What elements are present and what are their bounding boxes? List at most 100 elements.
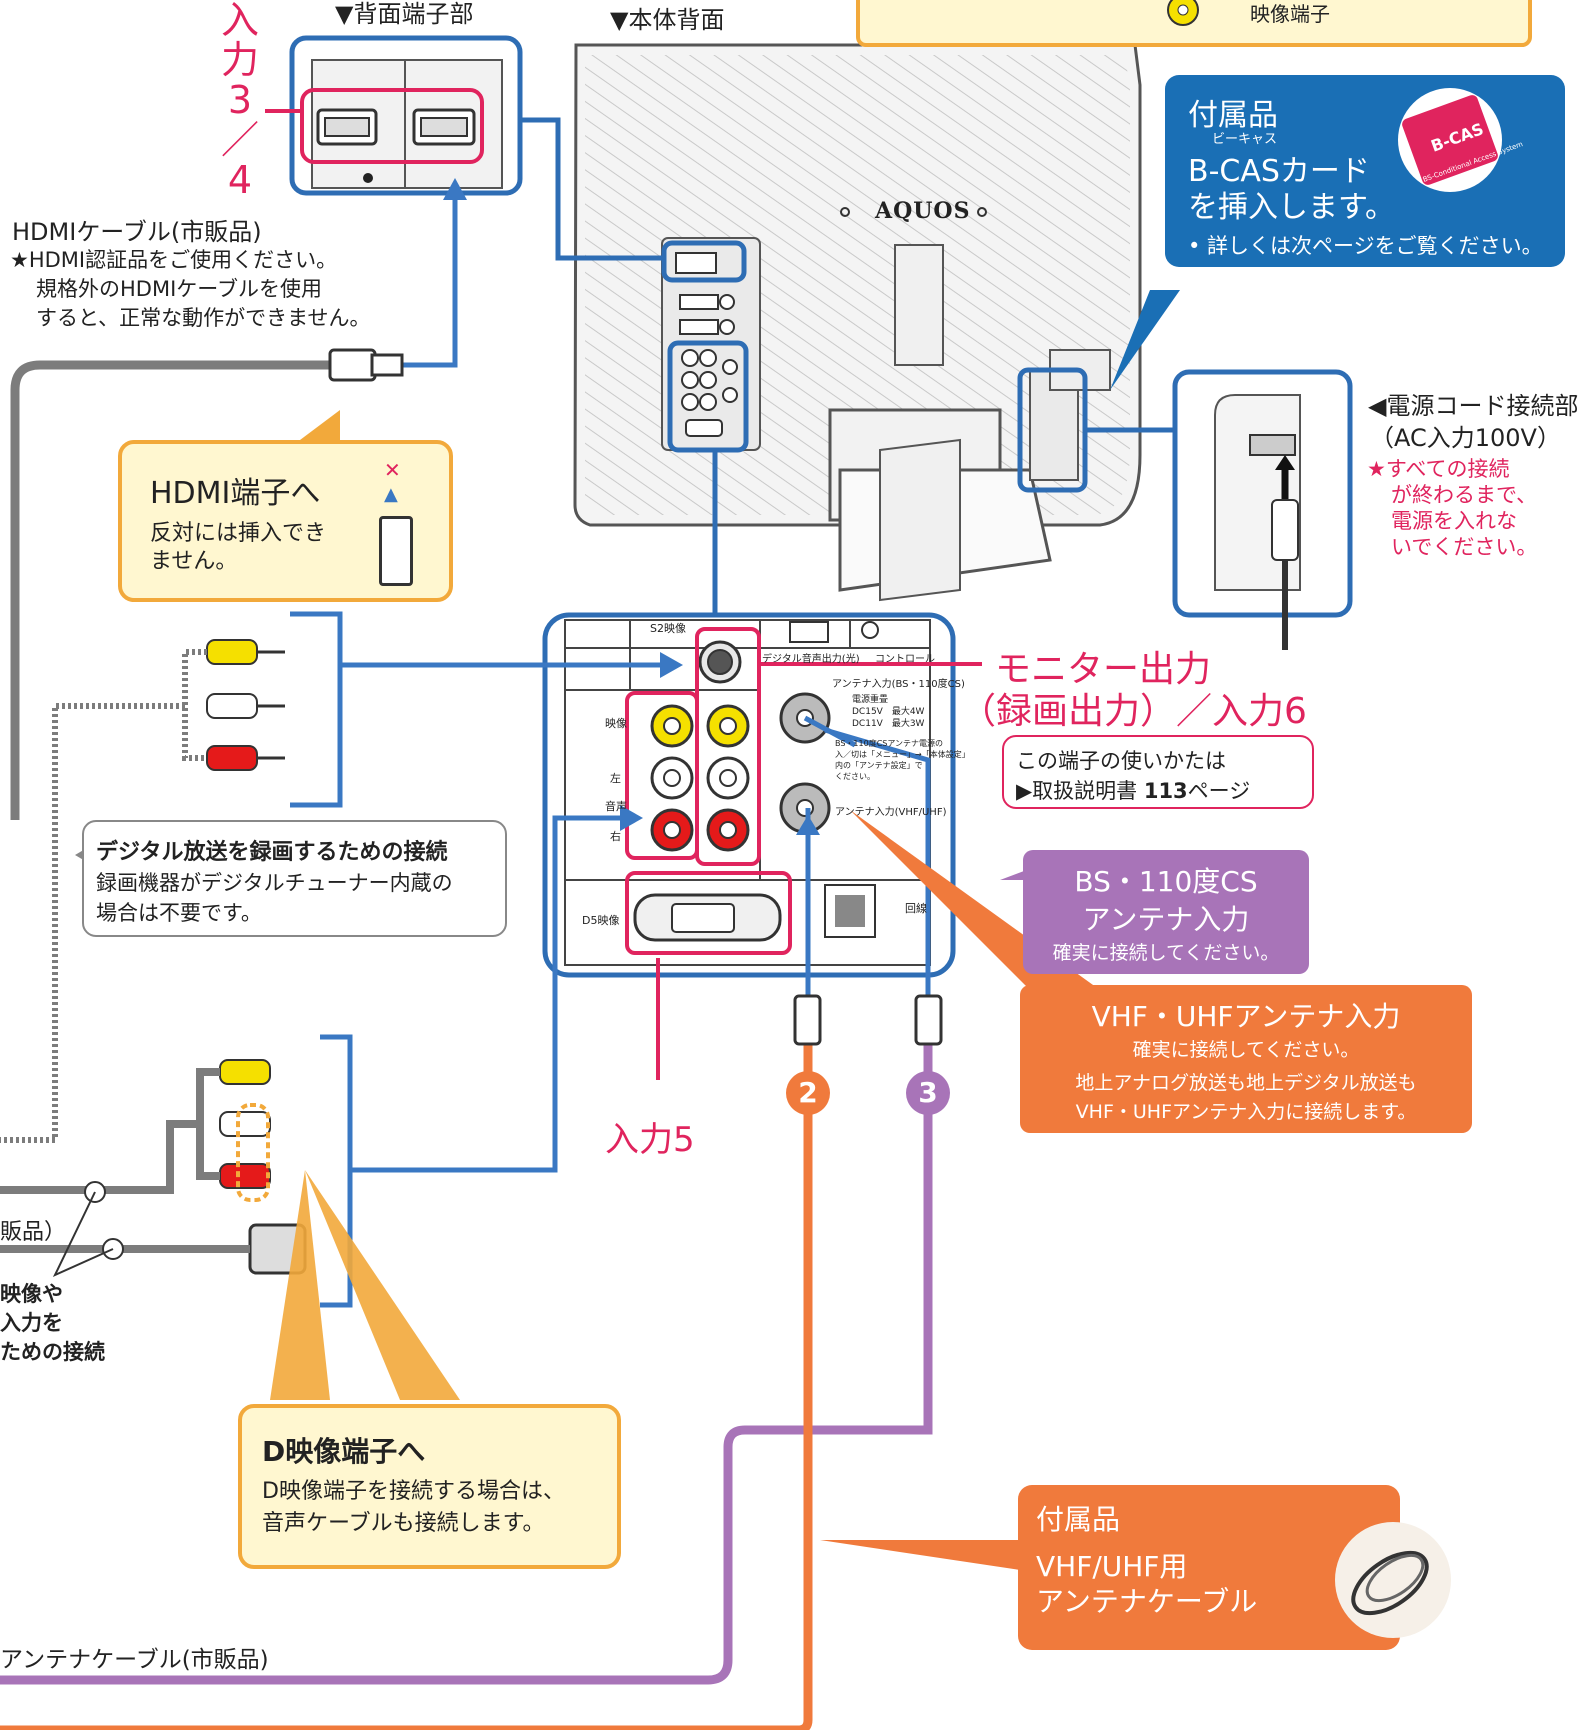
manual-ref-prefix: ▶取扱説明書 (1016, 779, 1144, 803)
partial-connection-note: 映像や 入力を ための接続 (0, 1280, 105, 1367)
hdmi-callout-title: HDMI端子へ (150, 476, 321, 511)
manual-ref-suffix: ページ (1187, 779, 1251, 803)
bcas-note: • 詳しくは次ページをご覧ください。 (1188, 234, 1543, 258)
input34-char: 4 (227, 158, 253, 202)
hdmi-callout-line: 反対には挿入でき (150, 521, 327, 546)
power-warning-line: いでください。 (1391, 535, 1538, 559)
antenna-cable-icon-bg (1335, 1522, 1451, 1638)
d-callout-line: D映像端子を接続する場合は、 (262, 1479, 565, 1504)
vhf-box-line3: 地上アナログ放送も地上デジタル放送も (1075, 1072, 1417, 1094)
bs-box-line1: BS・110度CS (1074, 865, 1258, 898)
hdmi-callout-text: 反対には挿入でき ません。 (150, 520, 326, 576)
partial-cable-label: 販品） (0, 1220, 67, 1245)
marker-2: 2 (798, 1076, 818, 1109)
s2-label: S2映像 (650, 622, 686, 635)
up-arrow-icon: ▲ (384, 484, 398, 505)
input34-char: 入 (220, 0, 259, 42)
audio-label: 音声 (605, 800, 627, 813)
bcas-line2: を挿入します。 (1188, 190, 1395, 225)
accessory-box-bg (1018, 1485, 1400, 1650)
antenna-bs-label: アンテナ入力(BS・110度CS) (832, 679, 965, 690)
manual-ref-line2: ▶取扱説明書 113ページ (1016, 775, 1250, 805)
hdmi-callout: HDMI端子へ 反対には挿入でき ません。 ✕ ▲ (118, 440, 453, 602)
left-label: 左 (610, 772, 621, 785)
tv-brand-label: AQUOS (875, 198, 971, 224)
input34-char: ／ (220, 118, 259, 162)
vhf-box-title: VHF・UHFアンテナ入力 (1091, 1000, 1401, 1033)
power-warning-line: ★すべての接続 (1367, 457, 1510, 481)
power-warning-line: 電源を入れな (1391, 509, 1517, 533)
digital-note-title: デジタル放送を録画するための接続 (96, 840, 448, 865)
vhf-box-line2: 確実に接続してください。 (1132, 1039, 1360, 1061)
partial-note-line: ための接続 (0, 1340, 105, 1364)
power-title: ◀電源コード接続部 (1368, 392, 1579, 420)
antenna-cable-icon (1351, 1550, 1429, 1616)
accessory-header: 付属品 (1036, 1503, 1121, 1536)
input5-label: 入力5 (605, 1120, 695, 1160)
dc15-label: DC15V 最大4W (852, 707, 925, 717)
digital-note-line: 場合は不要です。 (96, 901, 262, 925)
vhf-box-bg (1020, 985, 1472, 1133)
dc11-label: DC11V 最大3W (852, 719, 925, 729)
d-video-callout: D映像端子へ D映像端子を接続する場合は、 音声ケーブルも接続します。 (238, 1404, 621, 1569)
monitor-out-sub: （録画出力）／入力6 (960, 691, 1307, 732)
bs-power-note-line: ください。 (835, 772, 875, 781)
right-label: 右 (610, 830, 621, 843)
d-callout-line: 音声ケーブルも接続します。 (262, 1511, 545, 1536)
no-insert-x-icon: ✕ (384, 458, 401, 482)
bs-power-note-line: 内の「アンテナ設定」で (835, 761, 923, 770)
partial-note-line: 映像や (0, 1282, 63, 1306)
vhf-box-line4: VHF・UHFアンテナ入力に接続します。 (1075, 1101, 1417, 1123)
antenna-vu-label: アンテナ入力(VHF/UHF) (835, 807, 947, 818)
bcas-title: B-CASカード (1188, 154, 1370, 189)
rear-terminal-box (289, 35, 523, 196)
top-note-text: 映像端子 (1250, 2, 1330, 26)
antenna-cable-label: アンテナケーブル(市販品) (0, 1647, 269, 1673)
manual-ref-box: この端子の使いかたは ▶取扱説明書 113ページ (1002, 735, 1314, 809)
monitor-out-label: モニター出力 (995, 649, 1212, 690)
top-note-box (856, 0, 1532, 47)
manual-ref-line1: この端子の使いかたは (1016, 749, 1226, 773)
hdmi-plug-icon (379, 516, 413, 586)
power-warning-line: が終わるまで、 (1391, 483, 1538, 507)
rear-body-heading: ▼本体背面 (610, 6, 725, 34)
control-label: コントロール (875, 654, 935, 665)
accessory-line2: アンテナケーブル (1036, 1585, 1258, 1618)
hdmi-note-line: 規格外のHDMIケーブルを使用 (36, 277, 323, 301)
hdmi-note-line: ★HDMI認証品をご使用ください。 (10, 248, 338, 272)
d5-label: D5映像 (582, 914, 620, 927)
marker-3: 3 (918, 1076, 938, 1109)
marker-2-circle (786, 1071, 830, 1115)
tv-rear-body (573, 43, 1142, 602)
d-callout-title: D映像端子へ (262, 1435, 426, 1468)
rear-terminal-heading: ▼背面端子部 (335, 0, 474, 28)
power-supply-label: 電源重畳 (852, 695, 889, 705)
input34-char: 力 (220, 38, 259, 82)
bs-box-line3: 確実に接続してください。 (1052, 942, 1280, 964)
line-label: 回線 (905, 902, 927, 915)
bs-power-note: BS・110度CSアンテナ電源の 入／切は「メニュー」→「本体設定」 内の「アン… (835, 738, 970, 782)
digital-audio-label: デジタル音声出力(光) (762, 654, 860, 665)
d-callout-text: D映像端子を接続する場合は、 音声ケーブルも接続します。 (262, 1476, 565, 1540)
hdmi-callout-line: ません。 (150, 549, 238, 574)
bs-box-line2: アンテナ入力 (1082, 903, 1250, 936)
bs-power-note-line: BS・110度CSアンテナ電源の (835, 739, 944, 748)
digital-note-callout: デジタル放送を録画するための接続 録画機器がデジタルチューナー内蔵の 場合は不要… (82, 820, 507, 937)
marker-3-circle (906, 1071, 950, 1115)
power-sub: （AC入力100V） (1370, 424, 1561, 452)
bs-power-note-line: 入／切は「メニュー」→「本体設定」 (835, 750, 970, 759)
input5-rca-plugs (219, 1059, 307, 1275)
video-label: 映像 (605, 717, 627, 730)
output-rca-plugs (206, 639, 285, 771)
digital-note-text: 録画機器がデジタルチューナー内蔵の 場合は不要です。 (96, 868, 453, 928)
accessory-line1: VHF/UHF用 (1036, 1550, 1188, 1583)
hdmi-note-line: すると、正常な動作ができません。 (36, 306, 371, 330)
digital-note-line: 録画機器がデジタルチューナー内蔵の (96, 871, 453, 895)
hdmi-cable-title: HDMIケーブル(市販品) (12, 218, 262, 246)
input34-label: 入 力 3 ／ 4 (218, 0, 262, 200)
bs-box-bg (1023, 850, 1309, 974)
input34-char: 3 (227, 78, 253, 122)
power-detail (1172, 369, 1353, 650)
